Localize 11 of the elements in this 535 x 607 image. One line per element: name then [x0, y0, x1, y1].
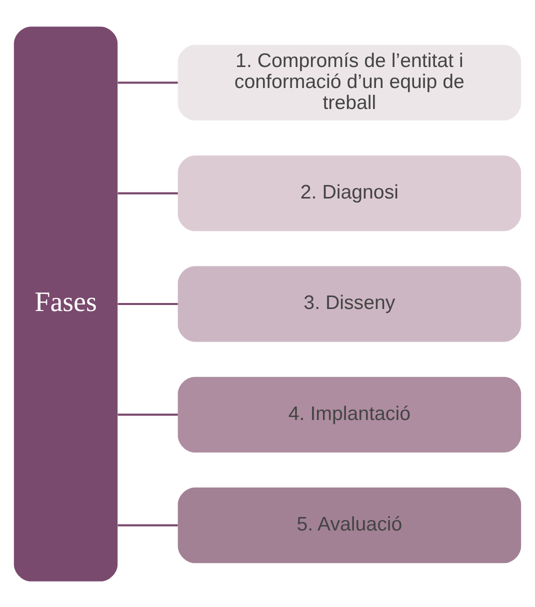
- connector: [118, 524, 178, 526]
- node-box: Fases: [14, 26, 118, 581]
- node-box: 5. Avaluació: [178, 487, 522, 563]
- connector: [118, 81, 178, 84]
- node-box: 4. Implantació: [178, 376, 522, 452]
- node-box: 2. Diagnosi: [178, 155, 522, 231]
- connector: [118, 192, 178, 194]
- connector: [118, 413, 178, 416]
- node-box: 1. Compromís de l’entitat i conformació d’un equip de treball: [178, 44, 522, 120]
- node-box: 3. Disseny: [178, 266, 522, 342]
- connector: [118, 302, 178, 305]
